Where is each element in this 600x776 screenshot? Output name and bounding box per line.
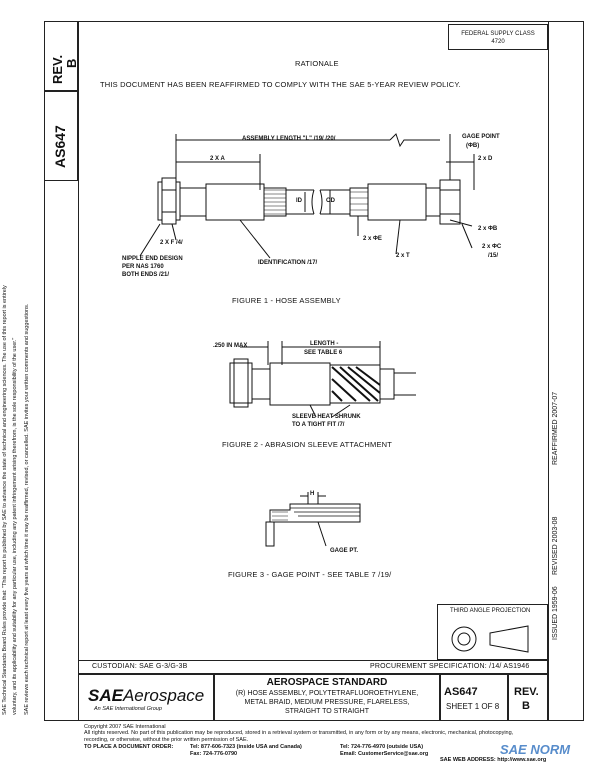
footer-copyright: Copyright 2007 SAE International <box>84 724 166 730</box>
standard-title: AEROSPACE STANDARD <box>266 677 388 688</box>
projection-box <box>437 604 548 660</box>
title-rev-label: REV. <box>514 686 539 698</box>
disclaimer-line-1: SAE Technical Standards Board Rules prov… <box>2 285 8 715</box>
footer-tel-2: Tel: 724-776-4970 (outside USA) <box>340 744 424 750</box>
fig1-identification: IDENTIFICATION /17/ <box>258 260 318 266</box>
fig3-gage-pt: GAGE PT. <box>330 548 359 554</box>
footer-email: Email: CustomerService@sae.org <box>340 751 429 757</box>
figure-2-drawing <box>229 341 416 418</box>
fig2-sleeve-1: SLEEVE HEAT SHRUNK <box>292 414 361 420</box>
sidebar-rev-label: REV. <box>50 54 65 84</box>
fig1-2x-phi-b: 2 x ΦB <box>478 226 498 232</box>
federal-supply-stamp <box>448 24 548 50</box>
reaffirmed-date: REAFFIRMED 2007-07 <box>552 391 559 465</box>
sae-logo-aerospace: Aerospace <box>122 686 205 705</box>
fig2-max-dim: .250 IN MAX <box>213 343 248 349</box>
title-rev-value: B <box>522 700 530 712</box>
sae-logo: SAEAerospace <box>88 686 204 706</box>
fig1-2xf: 2 X F /4/ <box>160 240 183 246</box>
fig1-assembly-length: ASSEMBLY LENGTH "L" /19/ /20/ <box>242 136 336 142</box>
sidebar-rev-box <box>44 21 78 91</box>
stamp-line-1: FEDERAL SUPPLY CLASS <box>461 31 535 37</box>
figure-3-caption: FIGURE 3 - GAGE POINT - SEE TABLE 7 /19/ <box>228 570 392 579</box>
figure-2-caption: FIGURE 2 - ABRASION SLEEVE ATTACHMENT <box>222 440 393 449</box>
sae-logo-sae: SAE <box>88 686 123 705</box>
fig2-length-1: LENGTH - <box>310 341 339 347</box>
fig1-nipple-2: PER NAS 1760 <box>122 264 164 270</box>
stamp-line-2: 4720 <box>491 39 505 45</box>
sheet-number: SHEET 1 OF 8 <box>446 702 500 711</box>
sidebar-rev-value: B <box>64 58 79 68</box>
revised-date: REVISED 2003-08 <box>552 516 559 575</box>
fig1-2xd: 2 x D <box>478 156 493 162</box>
sidebar-doc-number: AS647 <box>52 125 68 168</box>
custodian-row <box>78 660 548 674</box>
fig1-2x-phi-c: 2 x ΦC <box>482 244 502 250</box>
title-doc-number: AS647 <box>444 686 478 698</box>
footer-fax: Fax: 724-776-0790 <box>190 751 238 757</box>
brand-cell <box>78 674 214 721</box>
title-cell <box>214 674 440 721</box>
right-date-divider <box>548 21 549 721</box>
third-angle-symbol <box>451 625 529 653</box>
title-desc-2: METAL BRAID, MEDIUM PRESSURE, FLARELESS, <box>244 699 410 706</box>
sidebar-doc-box <box>44 91 78 181</box>
figure-1-caption: FIGURE 1 - HOSE ASSEMBLY <box>232 296 341 305</box>
procurement-text: PROCUREMENT SPECIFICATION: /14/ AS1946 <box>370 663 530 670</box>
fig1-gage-point: GAGE POINT <box>462 134 500 140</box>
fig1-od: OD <box>326 198 335 204</box>
disclaimer-line-2: voluntary, and its applicability and sui… <box>12 337 18 715</box>
title-desc-3: STRAIGHT TO STRAIGHT <box>284 708 369 715</box>
fig1-2xt: 2 x T <box>396 253 410 259</box>
sae-norm-watermark: SAE NORM <box>500 742 571 757</box>
fig1-phi-b: (ΦB) <box>466 143 480 149</box>
fig3-h: H <box>310 491 315 497</box>
disclaimer-line-3: SAE reviews each technical report at lea… <box>24 303 30 715</box>
fig1-2xa: 2 X A <box>210 156 225 162</box>
rev-cell <box>508 674 548 721</box>
fig1-note-15: /15/ <box>488 253 499 259</box>
fig2-length-2: SEE TABLE 6 <box>304 350 343 356</box>
fig1-nipple-3: BOTH ENDS /21/ <box>122 272 170 278</box>
doc-number-cell <box>440 674 508 721</box>
fig1-id: ID <box>296 198 302 204</box>
footer-order-label: TO PLACE A DOCUMENT ORDER: <box>84 744 174 750</box>
page-title: RATIONALE <box>295 59 339 68</box>
fig1-2x-phi-e: 2 x ΦE <box>363 236 382 242</box>
reaffirm-statement: THIS DOCUMENT HAS BEEN REAFFIRMED TO COM… <box>100 80 461 89</box>
custodian-text: CUSTODIAN: SAE G-3/G-3B <box>92 663 188 670</box>
figure-1-drawing <box>139 133 475 259</box>
footer-web: SAE WEB ADDRESS: http://www.sae.org <box>440 757 547 763</box>
fig2-sleeve-2: TO A TIGHT FIT /7/ <box>292 422 345 428</box>
title-desc-1: (R) HOSE ASSEMBLY, POLYTETRAFLUOROETHYLE… <box>235 690 419 697</box>
fig1-nipple-1: NIPPLE END DESIGN <box>122 256 183 262</box>
figure-3-drawing <box>265 492 361 547</box>
footer-rights: All rights reserved. No part of this pub… <box>84 730 514 736</box>
projection-label: THIRD ANGLE PROJECTION <box>450 608 531 614</box>
brand-subtitle: An SAE International Group <box>94 706 162 712</box>
issued-date: ISSUED 1959-06 <box>552 586 559 640</box>
footer-tel-1: Tel: 877-606-7323 (inside USA and Canada… <box>190 744 302 750</box>
footer-rights-2: recording, or otherwise, without the pri… <box>84 737 249 743</box>
